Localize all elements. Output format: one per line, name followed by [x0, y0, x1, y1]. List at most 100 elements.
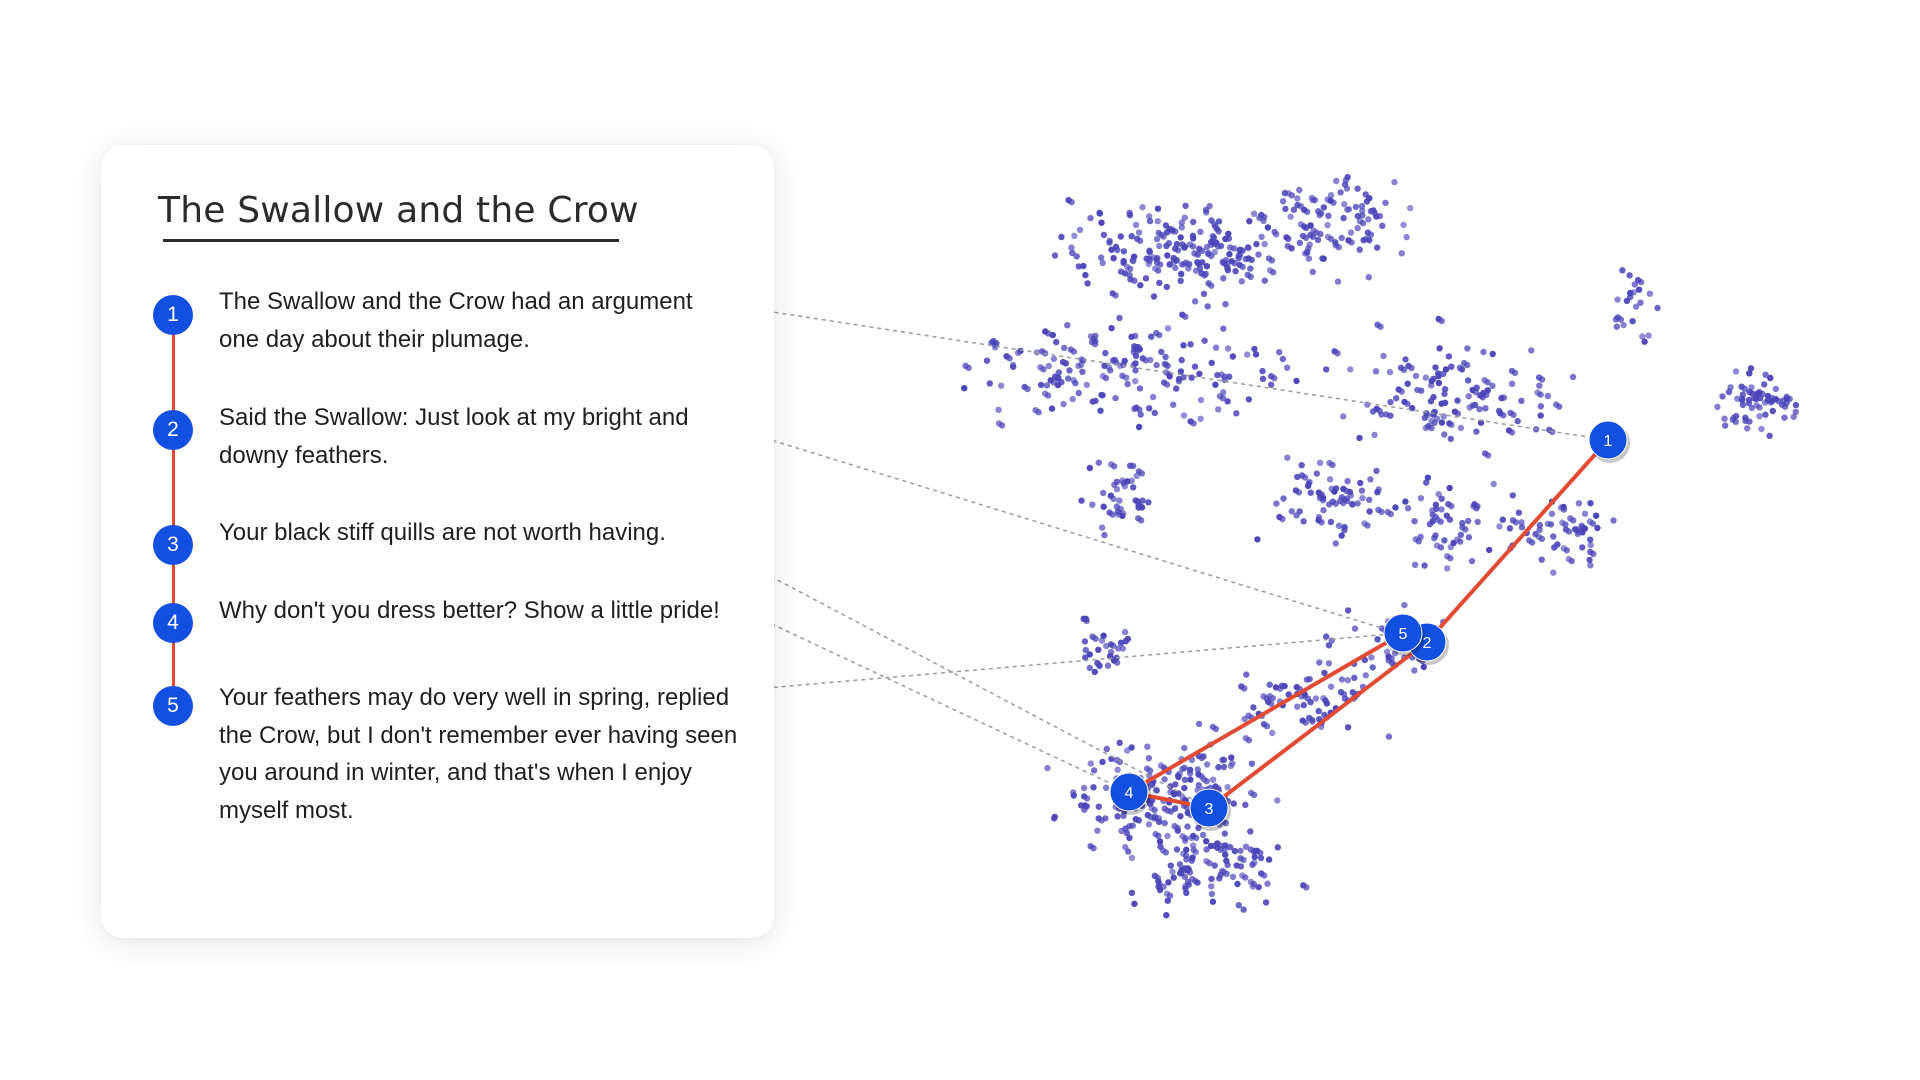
scatter-dot — [1744, 425, 1751, 432]
scatter-dot — [1251, 859, 1258, 866]
scatter-dot — [1178, 224, 1186, 231]
scatter-dot — [1224, 267, 1232, 274]
scatter-dot — [1617, 316, 1625, 323]
scatter-dot — [1594, 524, 1601, 532]
scatter-dot — [1137, 411, 1144, 418]
scatter-dot — [1431, 419, 1438, 427]
scatter-dot — [1153, 361, 1160, 369]
scatter-dot — [1181, 214, 1188, 221]
scatter-dot — [1170, 874, 1177, 881]
scatter-dot — [1340, 214, 1347, 222]
scatter-dot — [1156, 331, 1163, 339]
scatter-dot — [1135, 229, 1143, 236]
scatter-dot — [1646, 290, 1654, 297]
scatter-dot — [1181, 776, 1189, 783]
scatter-dot — [1447, 555, 1454, 562]
scatter-dot — [1432, 364, 1439, 371]
scatter-dot — [986, 380, 993, 387]
scatter-dot — [1347, 229, 1355, 236]
scatter-dot — [1174, 824, 1181, 832]
scatter-dot — [1325, 642, 1333, 649]
scatter-dot — [1302, 234, 1310, 242]
scatter-dot — [1442, 366, 1450, 373]
scatter-dot — [1367, 231, 1375, 238]
scatter-dot — [1212, 344, 1220, 351]
scatter-dot — [1344, 607, 1352, 614]
scatter-dot — [1518, 524, 1526, 531]
scatter-dot — [1040, 366, 1047, 373]
scatter-dot — [1428, 424, 1435, 432]
scatter-dot — [1587, 541, 1594, 549]
scatter-dot — [1465, 517, 1472, 525]
scatter-dot — [1119, 477, 1126, 484]
scatter-dot — [1276, 349, 1283, 356]
scatter-dot — [1489, 382, 1496, 389]
scatter-dot — [1191, 298, 1199, 305]
scatter-dot — [1484, 379, 1491, 386]
scatter-dot — [1344, 478, 1351, 485]
scatter-dot — [1227, 762, 1235, 770]
scatter-dot — [1307, 489, 1314, 496]
scatter-dot — [1202, 270, 1209, 278]
scatter-dot — [1230, 800, 1238, 807]
scatter-dot — [1203, 846, 1210, 853]
scatter-dot — [1214, 371, 1221, 379]
step-number: 3 — [167, 533, 179, 556]
scatter-dot — [1146, 248, 1154, 256]
scatter-dot — [1379, 222, 1386, 229]
scatter-dot — [1570, 517, 1577, 524]
scatter-dot — [1391, 178, 1398, 186]
scatter-dot — [1464, 377, 1472, 384]
scatter-dot — [1196, 260, 1203, 268]
scatter-dot — [1537, 391, 1544, 398]
scatter-dot — [1313, 470, 1321, 477]
scatter-dot — [1345, 206, 1353, 213]
scatter-dot — [1343, 185, 1351, 192]
scatter-dot — [1136, 406, 1143, 413]
scatter-dot — [1158, 231, 1165, 239]
scatter-dot — [1627, 289, 1634, 297]
scatter-dot — [1090, 845, 1097, 852]
scatter-dot — [1219, 395, 1227, 402]
scatter-dot — [1087, 214, 1094, 222]
scatter-dot — [1117, 268, 1125, 275]
scatter-dot — [1288, 192, 1295, 199]
scatter-dot — [1329, 461, 1336, 469]
scatter-dot — [1128, 233, 1135, 240]
scatter-dot — [1182, 243, 1189, 250]
scatter-dot — [1043, 382, 1051, 389]
scatter-dot — [1153, 786, 1160, 794]
scatter-dot — [1241, 685, 1248, 692]
scatter-dot — [1468, 557, 1476, 565]
scatter-dot — [1417, 533, 1424, 541]
scatter-dot — [1377, 323, 1384, 330]
scatter-dot — [1761, 381, 1768, 388]
point-marker — [1109, 772, 1149, 812]
scatter-dot — [1575, 500, 1583, 507]
scatter-dot — [1385, 657, 1392, 664]
step-text-2: Said the Swallow: Just look at my bright… — [219, 404, 689, 469]
scatter-dot — [998, 382, 1005, 389]
scatter-dot — [1164, 325, 1172, 332]
scatter-dot — [1135, 423, 1143, 431]
scatter-dot — [1721, 415, 1728, 422]
scatter-dot — [1247, 265, 1254, 272]
scatter-dot — [1180, 342, 1187, 349]
scatter-dot — [1130, 253, 1138, 260]
scatter-dot — [1091, 340, 1099, 348]
scatter-dot — [1222, 851, 1229, 858]
scatter-dot — [1098, 524, 1106, 531]
scatter-dot — [1193, 834, 1200, 842]
scatter-dot — [1359, 220, 1367, 227]
scatter-dot — [1082, 646, 1090, 654]
scatter-dot — [1579, 524, 1587, 532]
scatter-dot — [1448, 421, 1455, 429]
scatter-dot — [1178, 219, 1186, 226]
scatter-dot — [1269, 695, 1277, 702]
scatter-dot — [1362, 672, 1370, 679]
scatter-dot — [1049, 331, 1057, 339]
scatter-dot — [1629, 318, 1636, 325]
scatter-dot — [1149, 393, 1157, 401]
scatter-dot — [1124, 747, 1131, 754]
scatter-dot — [1250, 704, 1257, 711]
